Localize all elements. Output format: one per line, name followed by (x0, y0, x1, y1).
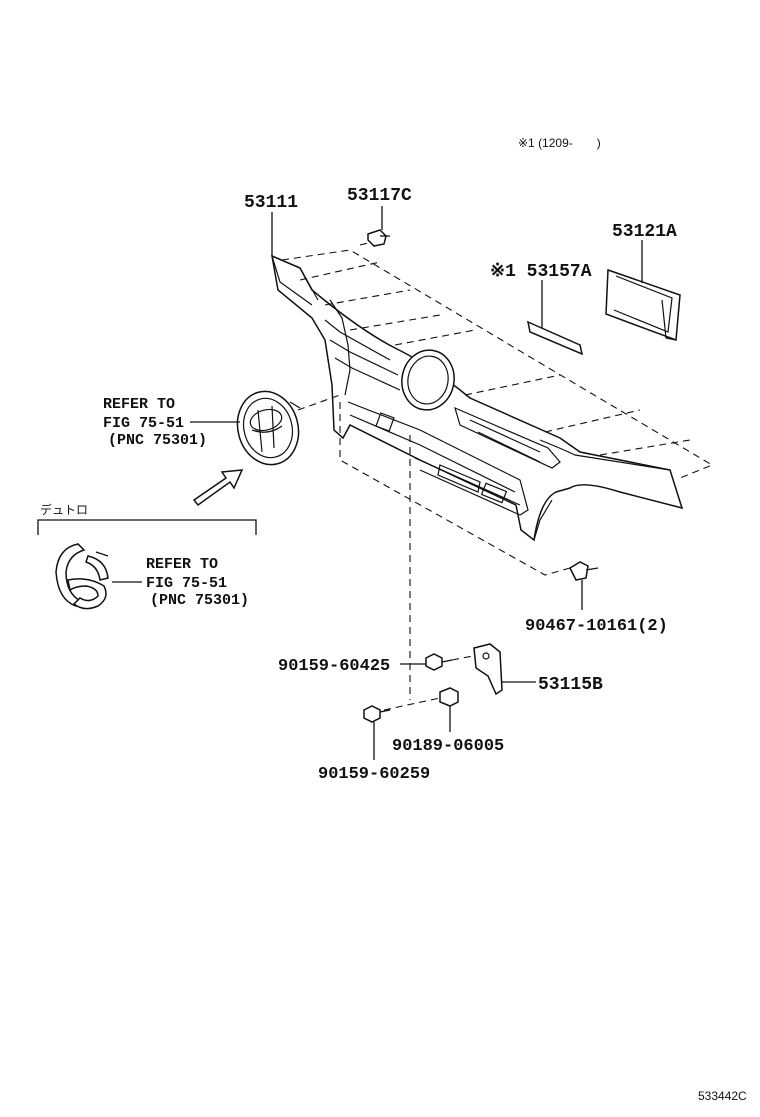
label-90159-60259: 90159-60259 (318, 765, 430, 784)
diagram-id: 533442C (698, 1089, 747, 1103)
direction-arrow (192, 469, 244, 507)
svg-text:REFER TO: REFER TO (146, 556, 218, 573)
refer-note-1: REFER TO FIG 75-51 (PNC 75301) (103, 396, 207, 449)
moulding-53157a (526, 320, 584, 356)
svg-text:FIG 75-51: FIG 75-51 (146, 575, 227, 592)
label-53111: 53111 (244, 193, 298, 213)
svg-text:FIG 75-51: FIG 75-51 (103, 415, 184, 432)
group-label: デュトロ (40, 502, 88, 517)
label-53117c: 53117C (347, 186, 412, 206)
clip-90467 (569, 561, 599, 581)
bolt-90159-60259 (363, 705, 391, 723)
svg-text:(PNC 75301): (PNC 75301) (108, 432, 207, 449)
revision-note: ※1 (1209- ) (518, 136, 601, 150)
label-90467: 90467-10161(2) (525, 617, 668, 636)
svg-text:(PNC 75301): (PNC 75301) (150, 592, 249, 609)
bolt-90159-60425 (425, 653, 453, 671)
label-53157a: ※1 53157A (490, 262, 592, 282)
refer-note-2: REFER TO FIG 75-51 (PNC 75301) (146, 556, 249, 609)
nut-90189 (439, 687, 459, 707)
garnish-53121a (605, 268, 681, 342)
assembly-outline (281, 249, 714, 576)
label-53121a: 53121A (612, 222, 677, 242)
toyota-emblem (236, 390, 301, 466)
alt-emblem (55, 543, 109, 610)
group-bracket (37, 519, 257, 535)
clip-53117c (367, 229, 390, 247)
svg-text:REFER TO: REFER TO (103, 396, 175, 413)
label-90159-60425: 90159-60425 (278, 657, 390, 676)
bracket-53115b (473, 643, 503, 696)
label-53115b: 53115B (538, 675, 603, 695)
radiator-grille (271, 254, 684, 542)
label-90189: 90189-06005 (392, 737, 504, 756)
